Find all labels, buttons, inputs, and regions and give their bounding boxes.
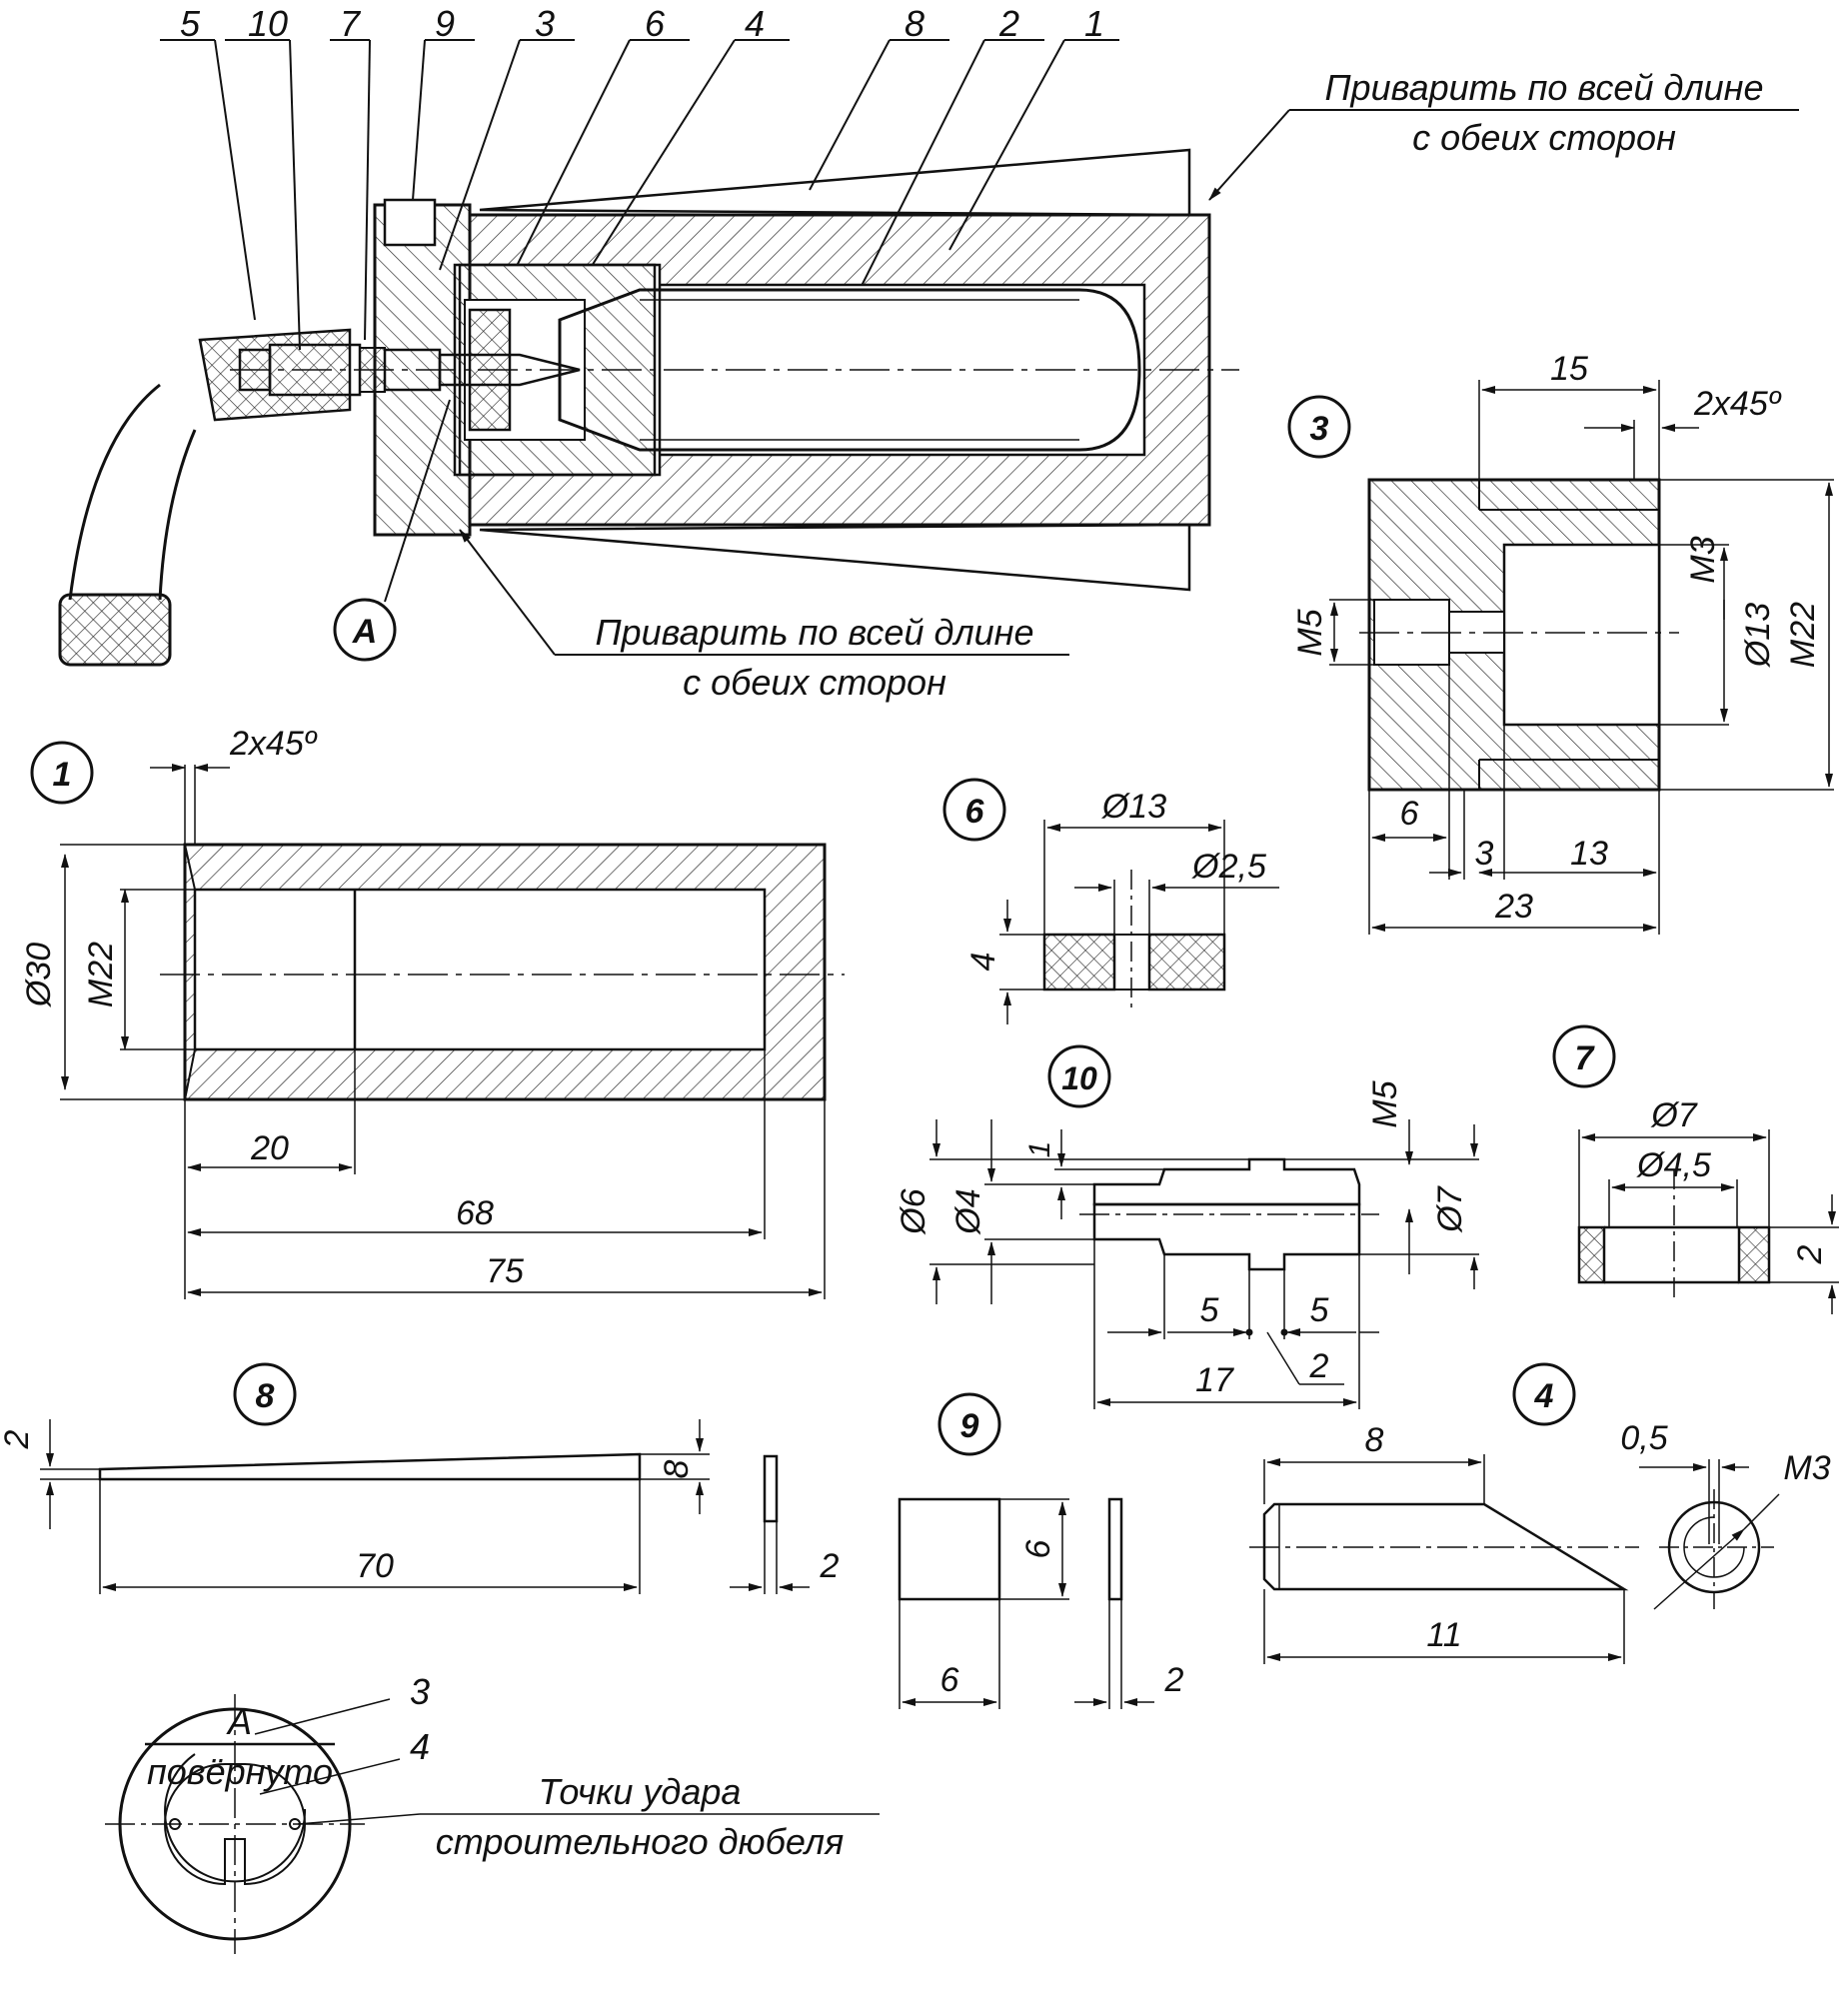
part-10-m5: M5 (1366, 1080, 1404, 1127)
part-8-length: 70 (356, 1547, 394, 1585)
part-1-id: 1 (53, 756, 72, 794)
part-8-detail: 8 2 8 70 2 (0, 1362, 840, 1594)
part-1-thread: M22 (82, 942, 120, 1007)
part-3-dia13: Ø13 (1739, 603, 1777, 668)
assembly-view: 5 10 7 9 3 6 4 8 2 1 (58, 3, 1799, 703)
part-4-id: 4 (1534, 1377, 1554, 1415)
part-10-dia6: Ø6 (895, 1188, 932, 1234)
part-3-m5: M5 (1291, 609, 1329, 656)
view-a-subtitle: повёрнуто (147, 1751, 333, 1792)
part-6-dia-outer: Ø13 (1101, 788, 1166, 826)
part-4-top: 8 (1365, 1421, 1384, 1459)
callout-8: 8 (905, 3, 924, 44)
view-marker-circle (333, 598, 397, 662)
callout-10: 10 (248, 3, 288, 44)
part-7-dia-outer: Ø7 (1650, 1096, 1697, 1134)
weld-leader-bottom (459, 529, 556, 656)
part-7-detail: 7 Ø7 Ø4,5 2 (1552, 1024, 1839, 1314)
part-10-dia7: Ø7 (1431, 1185, 1469, 1232)
part-4-thread: M3 (1783, 1449, 1830, 1487)
weld-leader-top (1208, 109, 1290, 201)
part-3-chamfer: 2x45º (1693, 385, 1782, 423)
view-a-callout-4: 4 (410, 1726, 430, 1767)
part-3-top: 15 (1550, 350, 1588, 388)
part-8-id: 8 (256, 1377, 275, 1415)
callout-5: 5 (180, 3, 201, 44)
part-3-d13: 13 (1570, 835, 1608, 873)
part-6-id: 6 (965, 793, 985, 831)
knurled-knob (58, 593, 172, 667)
part-7-id: 7 (1575, 1039, 1596, 1077)
part-3-d3: 3 (1475, 835, 1494, 873)
part-1-bore: 68 (456, 1194, 494, 1232)
part-10-length: 17 (1195, 1361, 1234, 1399)
weld-note-top-line2: с обеих сторон (1412, 117, 1676, 158)
part-10-id: 10 (1061, 1060, 1097, 1096)
part-6-dia-inner: Ø2,5 (1191, 848, 1266, 886)
part-8-thin: 2 (0, 1429, 36, 1449)
part-1-depth: 20 (250, 1129, 289, 1167)
cartridge-part-2 (558, 288, 1141, 452)
callout-4: 4 (745, 3, 765, 44)
part-9-height: 6 (1019, 1539, 1057, 1558)
weld-note-bottom-line1: Приварить по всей длине (595, 612, 1033, 653)
part-7-thickness: 2 (1791, 1244, 1829, 1264)
part-10-detail: 10 Ø6 Ø4 1 Ø7 M5 5 (895, 1044, 1479, 1409)
part-10-dia4: Ø4 (949, 1188, 987, 1234)
view-a-detail: А повёрнуто 3 4 Точки удара строительног… (105, 1671, 880, 1954)
part-9-id: 9 (960, 1407, 979, 1445)
callout-1: 1 (1084, 3, 1104, 44)
callout-3: 3 (535, 3, 555, 44)
fin-bottom (479, 523, 1191, 592)
weld-note-top-line1: Приварить по всей длине (1324, 67, 1763, 108)
part-4-offset: 0,5 (1620, 1419, 1667, 1457)
view-marker-leader (384, 399, 451, 603)
hose-inner (158, 429, 197, 601)
part-8-width: 2 (820, 1547, 840, 1585)
part-3-detail: 3 15 2x45º Ø13 M22 M3 M5 (1287, 350, 1834, 935)
part-1-length: 75 (486, 1252, 524, 1290)
callout-7: 7 (340, 3, 362, 44)
view-a-note-line2: строительного дюбеля (436, 1821, 844, 1862)
part-10-five-left: 5 (1200, 1291, 1219, 1329)
part-9-detail: 9 6 6 2 (898, 1392, 1184, 1709)
part-9-thickness: 2 (1164, 1661, 1184, 1699)
part-10-two: 2 (1309, 1347, 1329, 1385)
part-1-dia-outer: Ø30 (20, 943, 58, 1007)
part-3-d23: 23 (1494, 888, 1533, 926)
part-1-chamfer: 2x45º (229, 725, 318, 763)
fin-top (479, 148, 1191, 217)
callout-2: 2 (998, 3, 1019, 44)
part-3-m22: M22 (1784, 602, 1822, 668)
view-marker-label: A (352, 613, 378, 651)
part-10-five-right: 5 (1310, 1291, 1329, 1329)
part-7-dia-inner: Ø4,5 (1636, 1146, 1711, 1184)
part-4-detail: 4 8 11 0,5 M3 (1249, 1362, 1831, 1664)
part-3-d6: 6 (1400, 795, 1419, 833)
part-10-one: 1 (1023, 1141, 1056, 1158)
part-3-id: 3 (1310, 410, 1329, 448)
part-9-width: 6 (940, 1661, 959, 1699)
hose-part-5 (198, 328, 352, 422)
part-8-thick: 8 (658, 1459, 696, 1478)
callout-6: 6 (645, 3, 666, 44)
part-3-m3: M3 (1684, 536, 1722, 583)
weld-note-bottom-line2: с обеих сторон (683, 662, 946, 703)
part-4-length: 11 (1426, 1616, 1461, 1654)
callout-9: 9 (435, 3, 455, 44)
part-6-detail: 6 Ø13 Ø2,5 4 (942, 778, 1279, 1024)
part-6-thickness: 4 (964, 953, 1002, 972)
view-a-note-line1: Точки удара (539, 1771, 742, 1812)
hose-outer (68, 383, 161, 601)
part-1-detail: 1 2x45º Ø30 M22 20 68 75 (20, 725, 845, 1299)
view-a-title: А (226, 1701, 252, 1742)
view-a-callout-3: 3 (410, 1671, 430, 1712)
